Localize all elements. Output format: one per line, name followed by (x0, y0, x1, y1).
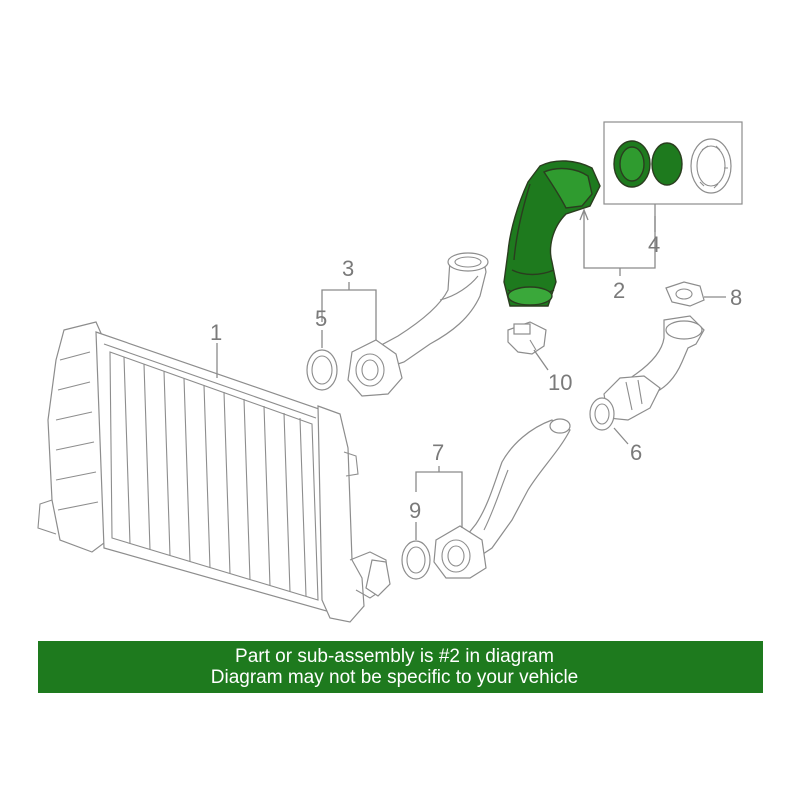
air-hose-part-2-highlighted[interactable] (503, 160, 601, 307)
hose-part-7[interactable] (433, 418, 571, 579)
outlet-pipe-part-6[interactable] (589, 315, 705, 431)
sensor-part-10[interactable] (507, 321, 547, 355)
leader-line-7 (415, 466, 463, 528)
callout-1: 1 (210, 320, 222, 345)
seal-kit-part-4[interactable] (603, 121, 743, 205)
callout-8: 8 (730, 285, 742, 310)
callout-9: 9 (409, 498, 421, 523)
leader-line-2 (579, 208, 656, 276)
seal-ring-part-9[interactable] (401, 540, 431, 580)
gasket-part-8[interactable] (665, 281, 705, 307)
leader-line-10 (533, 349, 549, 371)
info-banner: Part or sub-assembly is #2 in diagram Di… (38, 641, 763, 693)
intercooler-part-1[interactable] (37, 321, 391, 623)
callout-5: 5 (315, 306, 327, 331)
hose-part-3[interactable] (347, 252, 489, 397)
callout-2: 2 (613, 278, 625, 303)
callout-4: 4 (648, 232, 660, 257)
banner-line-1: Part or sub-assembly is #2 in diagram (235, 646, 554, 667)
banner-line-2: Diagram may not be specific to your vehi… (210, 667, 579, 688)
callout-10: 10 (548, 370, 572, 395)
callout-7: 7 (432, 440, 444, 465)
callout-3: 3 (342, 256, 354, 281)
leader-line-6 (613, 427, 629, 445)
leader-line-3 (321, 282, 377, 340)
seal-ring-part-5[interactable] (306, 349, 338, 391)
callout-6: 6 (630, 440, 642, 465)
